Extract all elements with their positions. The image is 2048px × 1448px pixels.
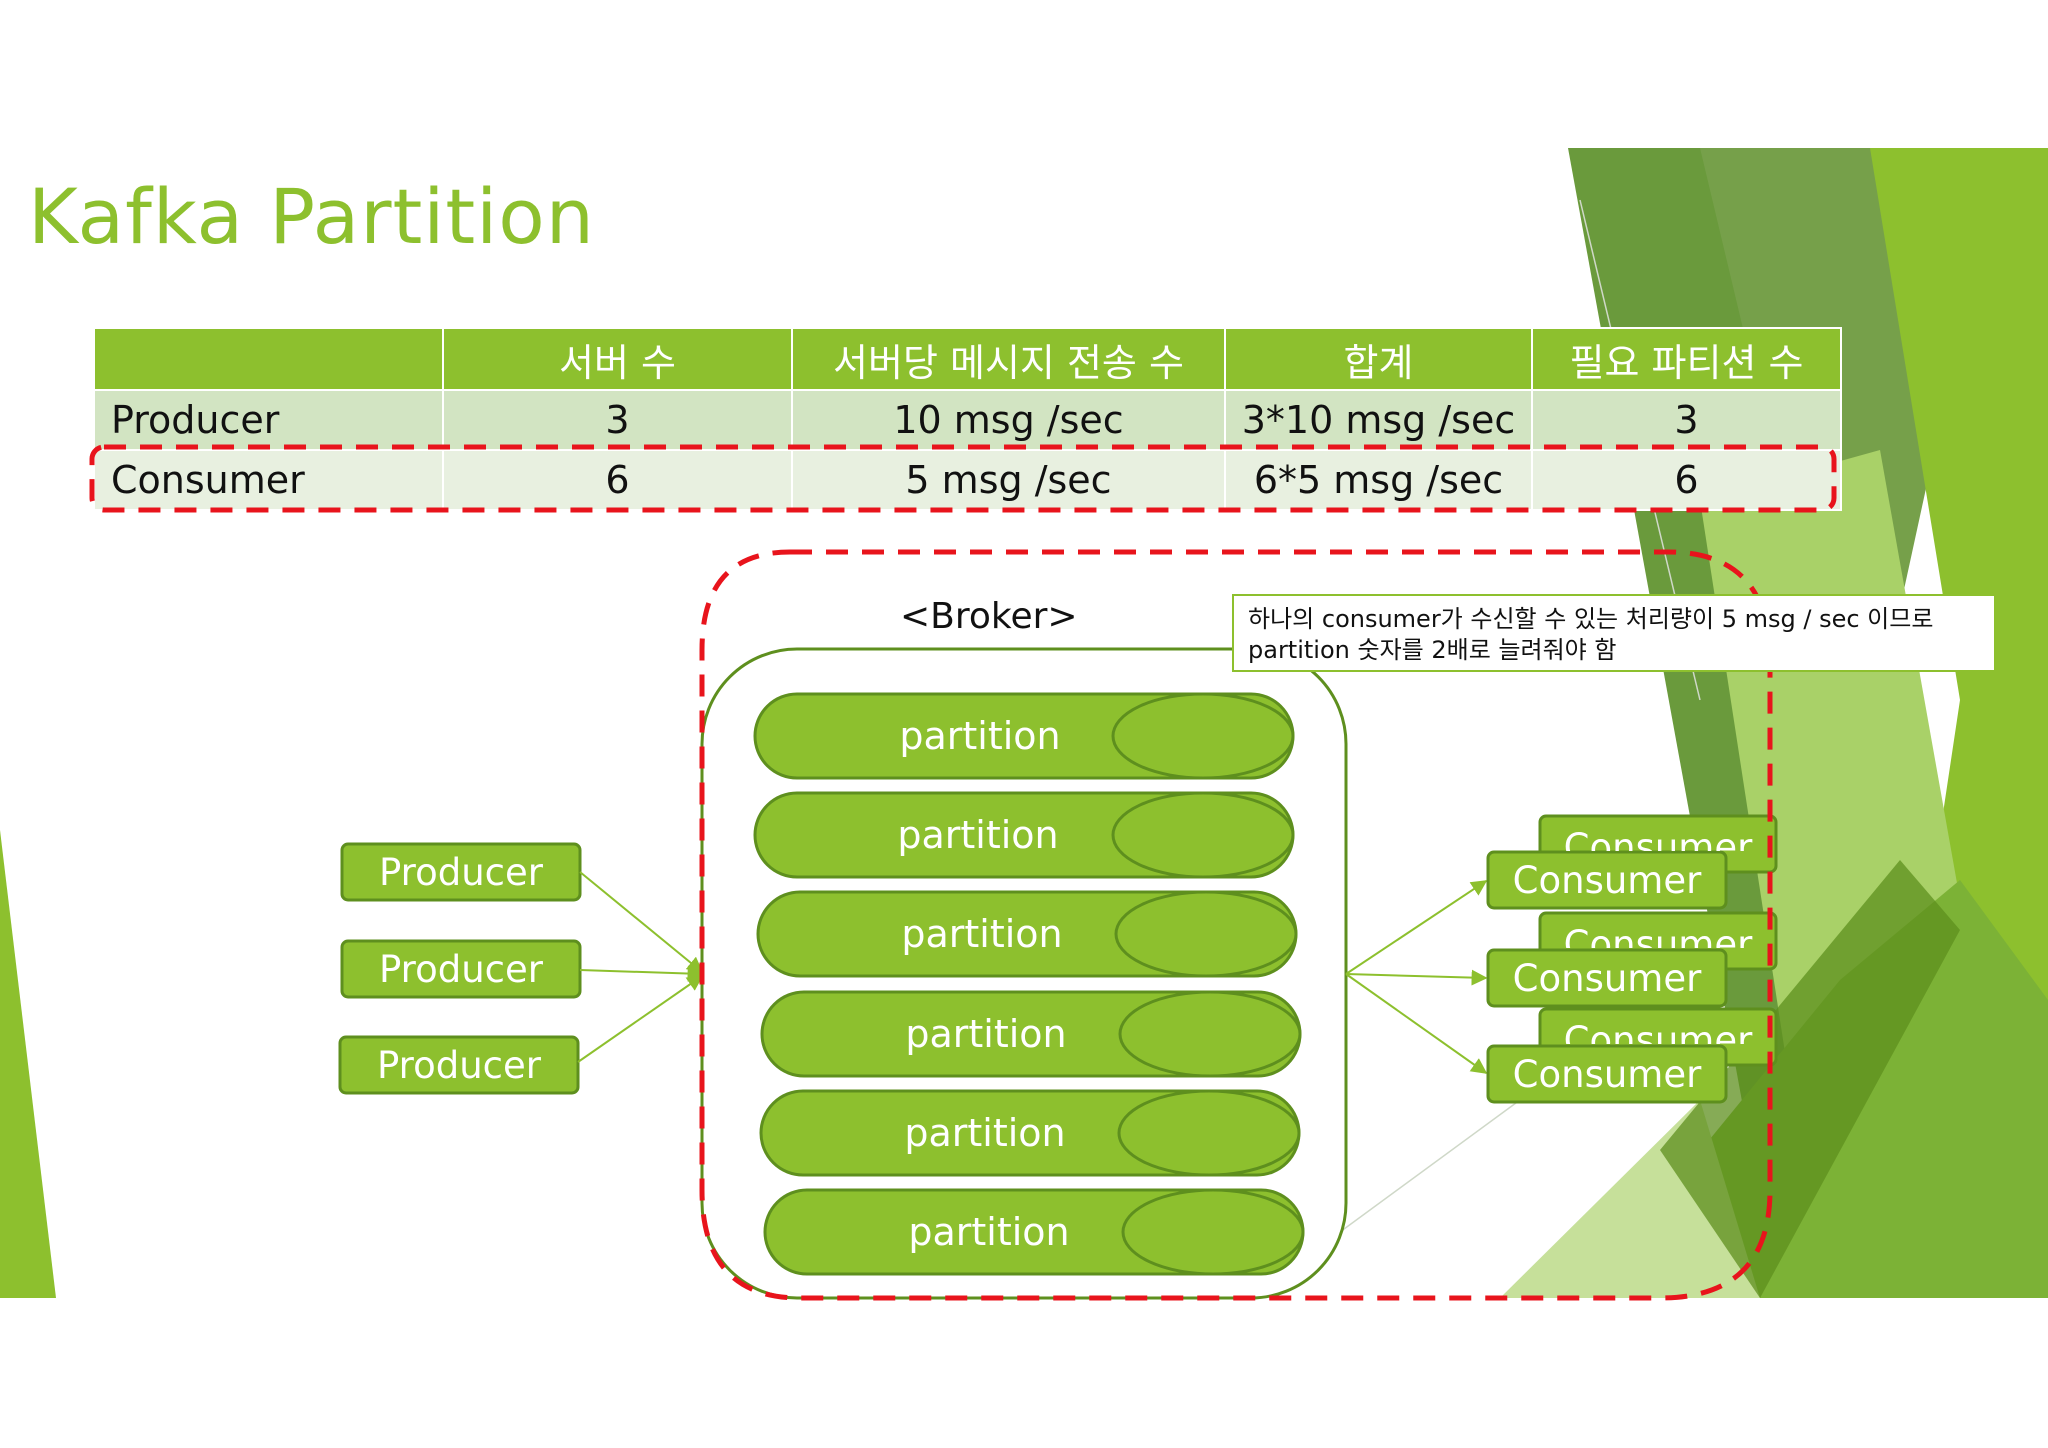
slide-title: Kafka Partition (28, 172, 595, 261)
partition-pill (753, 692, 1295, 780)
consumer-label: Consumer (1563, 926, 1753, 948)
partition-pill (759, 1089, 1301, 1177)
producer-arrow (577, 975, 704, 1063)
row-label: Consumer (93, 449, 444, 511)
cell-servers: 6 (442, 449, 793, 511)
consumer-arrow (1345, 973, 1488, 1074)
producer-box (338, 1035, 580, 1095)
consumer-box (1486, 948, 1728, 1008)
partition-pill (753, 791, 1295, 879)
partition-pill (763, 1188, 1305, 1276)
producer-arrow (579, 965, 704, 982)
facet-shadow (1660, 860, 1960, 1298)
left-sliver (0, 830, 56, 1298)
consumer-arrow (1345, 880, 1488, 975)
partition-label: partition (904, 1111, 1066, 1155)
broker-label: <Broker> (900, 596, 1078, 637)
producer-arrow (579, 871, 704, 974)
consumer-arrow (1345, 969, 1488, 986)
producer-label: Producer (377, 1044, 541, 1087)
consumer-label: Consumer (1512, 1053, 1702, 1096)
partition-pill (756, 890, 1298, 978)
partition-label: partition (905, 1012, 1067, 1056)
table-header-row: 서버 수 서버당 메시지 전송 수 합계 필요 파티션 수 (93, 327, 1842, 391)
partition-pill (760, 990, 1302, 1078)
note-line: 하나의 consumer가 수신할 수 있는 처리량이 5 msg / sec … (1248, 605, 1934, 633)
cell-servers: 3 (442, 389, 793, 451)
header-cell: 필요 파티션 수 (1531, 327, 1842, 391)
annotation-note: 하나의 consumer가 수신할 수 있는 처리량이 5 msg / sec … (1232, 594, 1996, 672)
cell-per-server: 5 msg /sec (791, 449, 1226, 511)
header-cell: 합계 (1224, 327, 1533, 391)
cell-partitions: 6 (1531, 449, 1842, 511)
consumer-box (1486, 1044, 1728, 1104)
cell-partitions: 3 (1531, 389, 1842, 451)
throughput-table: 서버 수 서버당 메시지 전송 수 합계 필요 파티션 수 Producer 3… (93, 327, 1842, 511)
consumer-box (1486, 850, 1728, 910)
header-cell: 서버당 메시지 전송 수 (791, 327, 1226, 391)
producer-label: Producer (379, 851, 543, 894)
consumer-label: Consumer (1563, 1022, 1753, 1044)
partition-label: partition (908, 1210, 1070, 1254)
partition-label: partition (897, 813, 1059, 857)
producer-box (340, 939, 582, 999)
cell-per-server: 10 msg /sec (791, 389, 1226, 451)
cell-total: 3*10 msg /sec (1224, 389, 1533, 451)
header-cell (93, 327, 444, 391)
partition-label: partition (899, 714, 1061, 758)
producer-label: Producer (379, 948, 543, 991)
header-cell: 서버 수 (442, 327, 793, 391)
table-row: Producer 3 10 msg /sec 3*10 msg /sec 3 (93, 389, 1842, 451)
note-line: partition 숫자를 2배로 늘려줘야 함 (1248, 636, 1617, 664)
consumer-label: Consumer (1512, 957, 1702, 1000)
partition-label: partition (901, 912, 1063, 956)
table-row: Consumer 6 5 msg /sec 6*5 msg /sec 6 (93, 449, 1842, 511)
consumer-label: Consumer (1563, 829, 1753, 851)
cell-total: 6*5 msg /sec (1224, 449, 1533, 511)
consumer-row-highlight (89, 444, 1837, 513)
consumer-label: Consumer (1512, 859, 1702, 902)
row-label: Producer (93, 389, 444, 451)
